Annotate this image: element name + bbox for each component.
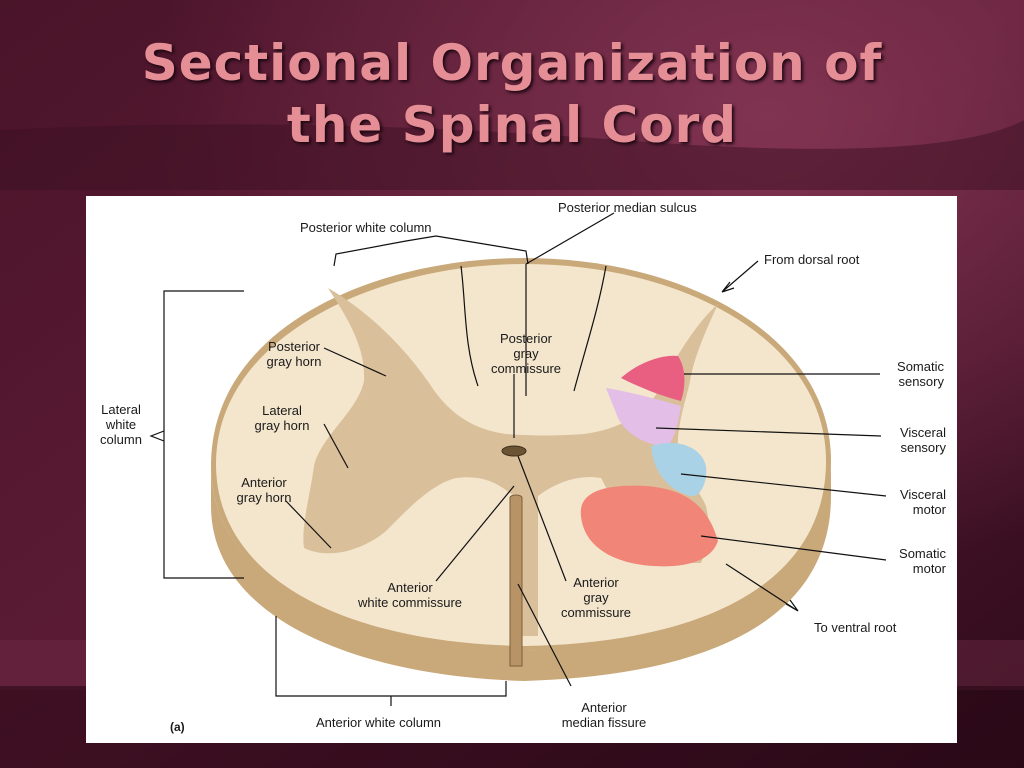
anterior-median-fissure-label: median fissure: [562, 715, 647, 730]
anterior-gray-horn-label: gray horn: [237, 490, 292, 505]
visceral-sensory-label: Visceral: [900, 425, 946, 440]
to-ventral-root-label: To ventral root: [814, 620, 897, 635]
somatic-motor-label: Somatic: [899, 546, 946, 561]
posterior-gray-commissure-label: commissure: [491, 361, 561, 376]
visceral-sensory-zone: [606, 388, 681, 446]
somatic-sensory-label: Somatic: [897, 359, 944, 374]
lateral-gray-horn-label: Lateral: [262, 403, 302, 418]
slide-title: Sectional Organization of the Spinal Cor…: [0, 32, 1024, 156]
anterior-gray-commissure-label: Anterior: [573, 575, 619, 590]
lateral-white-column-label: white: [105, 417, 136, 432]
spinal-cord-illustration: Posterior white column Posterior median …: [100, 200, 947, 734]
anterior-gray-horn-label: Anterior: [241, 475, 287, 490]
somatic-motor-zone: [580, 485, 718, 567]
somatic-sensory-zone: [621, 355, 685, 401]
somatic-sensory-label: sensory: [898, 374, 944, 389]
posterior-gray-commissure-label: gray: [513, 346, 539, 361]
title-line-2: the Spinal Cord: [286, 96, 738, 154]
posterior-median-sulcus-label: Posterior median sulcus: [558, 200, 697, 215]
gray-matter: [303, 288, 718, 636]
visceral-motor-label: Visceral: [900, 487, 946, 502]
spinal-cord-figure: Posterior white column Posterior median …: [86, 196, 957, 743]
anterior-gray-commissure-label: gray: [583, 590, 609, 605]
anterior-median-fissure-label: Anterior: [581, 700, 627, 715]
lateral-white-column-bracket: [149, 290, 244, 579]
posterior-gray-horn-label: Posterior: [268, 339, 321, 354]
anterior-median-fissure: [509, 494, 523, 667]
leader-lines: [285, 212, 887, 687]
posterior-gray-horn-label: gray horn: [267, 354, 322, 369]
visceral-motor-label: motor: [913, 502, 947, 517]
from-dorsal-root-label: From dorsal root: [764, 252, 860, 267]
posterior-white-column-label: Posterior white column: [300, 220, 432, 235]
visceral-motor-zone: [651, 442, 707, 497]
central-canal: [501, 445, 527, 457]
somatic-motor-label: motor: [913, 561, 947, 576]
anterior-white-commissure-label: white commissure: [357, 595, 462, 610]
posterior-gray-commissure-label: Posterior: [500, 331, 553, 346]
lateral-white-column-label: column: [100, 432, 142, 447]
anterior-white-commissure-label: Anterior: [387, 580, 433, 595]
anterior-gray-commissure-label: commissure: [561, 605, 631, 620]
title-line-1: Sectional Organization of: [141, 34, 883, 92]
visceral-sensory-label: sensory: [900, 440, 946, 455]
lateral-gray-horn-label: gray horn: [255, 418, 310, 433]
posterior-white-column-bracket: [333, 235, 529, 267]
lateral-white-column-label: Lateral: [101, 402, 141, 417]
white-column-divisions: [460, 264, 607, 396]
anterior-white-column-bracket: [275, 616, 507, 706]
panel-label: (a): [170, 720, 185, 734]
anterior-white-column-label: Anterior white column: [316, 715, 441, 730]
